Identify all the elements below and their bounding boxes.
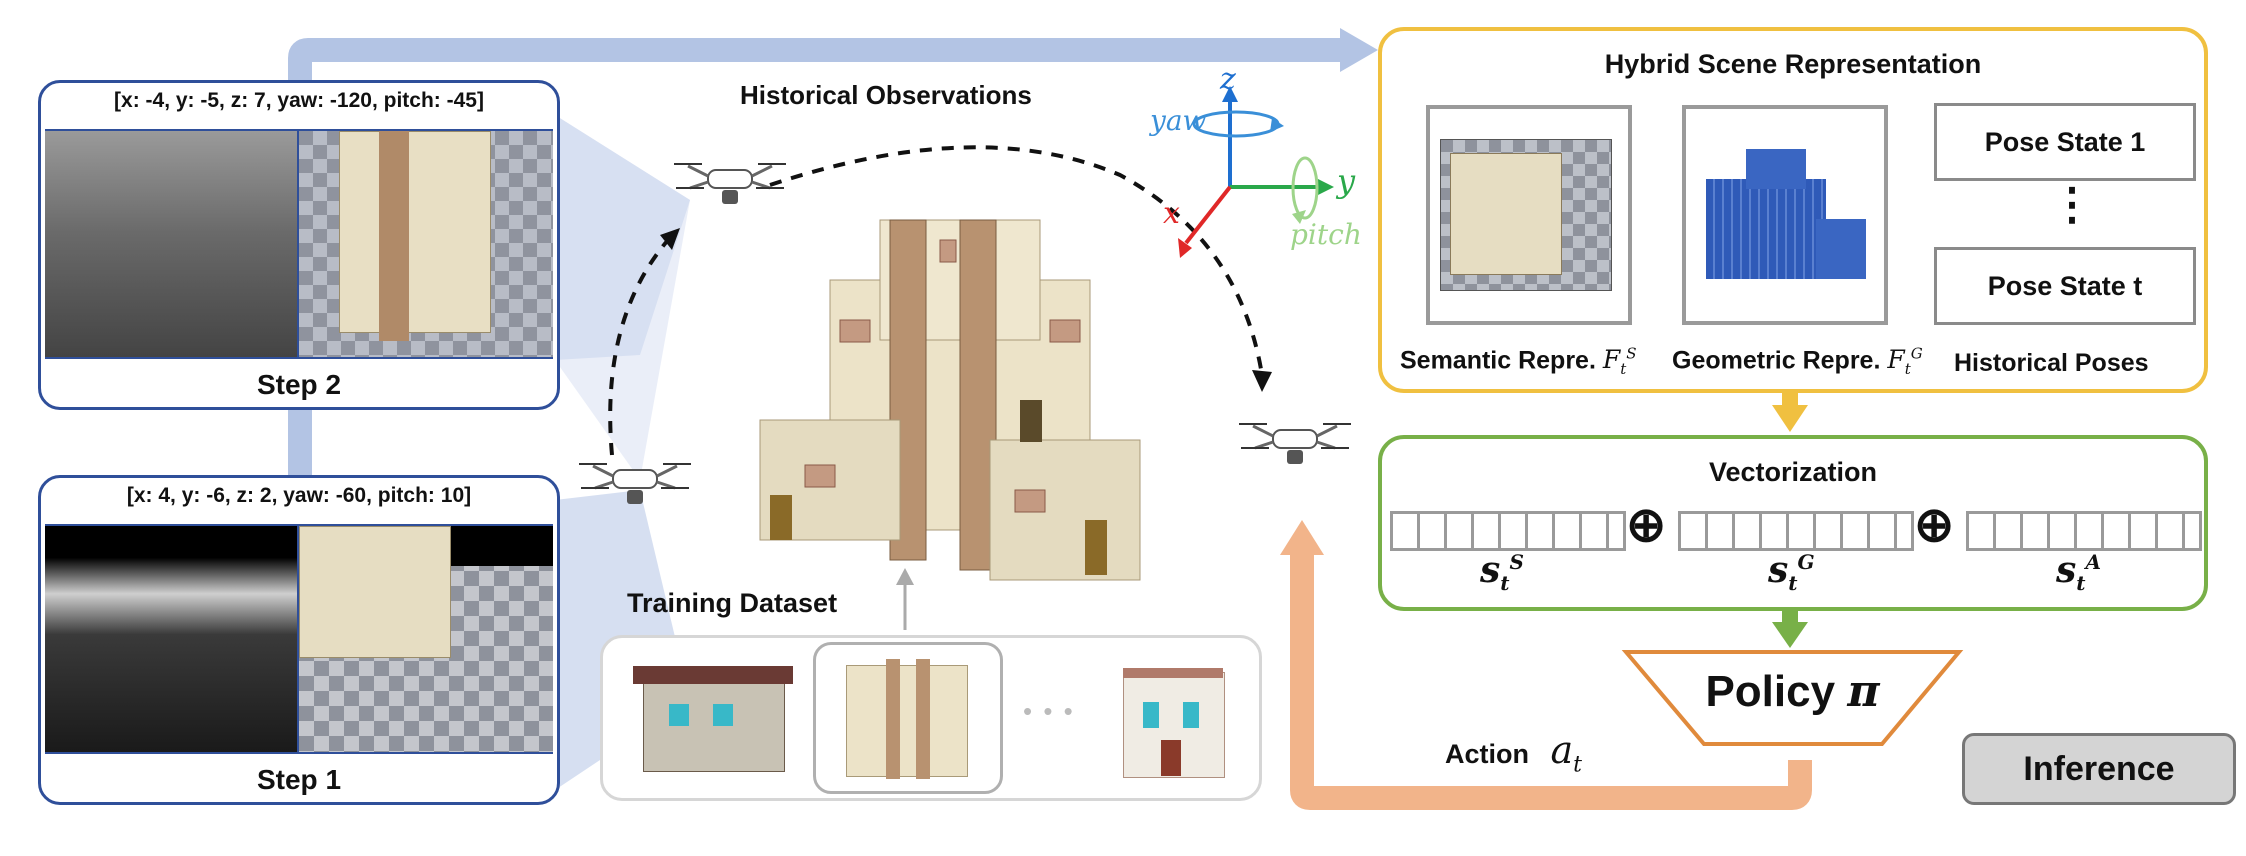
inference-badge: Inference [1962, 733, 2236, 805]
step2-coords: [x: -4, y: -5, z: 7, yaw: -120, pitch: -… [114, 89, 484, 112]
central-building [759, 219, 1141, 581]
step1-coords: [x: 4, y: -6, z: 2, yaw: -60, pitch: 10] [126, 484, 472, 507]
dataset-building-3 [1113, 662, 1233, 782]
action-vector [1966, 511, 2202, 551]
s-t-A: stA [2056, 549, 2102, 596]
geometric-caption: Geometric Repre. FtG [1672, 345, 1923, 379]
training-arrow [896, 568, 914, 585]
dataset-building-selected[interactable] [813, 642, 1003, 794]
observation-flow-arrowhead [1340, 28, 1378, 72]
training-dataset-title: Training Dataset [627, 588, 838, 618]
trajectory-lower [608, 238, 670, 456]
yaw-label: yaw [1150, 104, 1207, 137]
dataset-building-1 [633, 660, 793, 780]
step2-depth-image [45, 129, 299, 359]
coordinate-axes [1178, 86, 1334, 258]
vectorization-panel: Vectorization ⊕ ⊕ stS stG stA [1378, 435, 2208, 611]
trajectory-upper [769, 145, 1264, 376]
step1-label: Step 1 [256, 764, 342, 795]
step2-label: Step 2 [256, 369, 342, 400]
observation-flow-arrow [288, 38, 1345, 480]
drone-upper [674, 163, 786, 204]
step2-panel: [x: -4, y: -5, z: 7, yaw: -120, pitch: -… [38, 80, 560, 410]
hybrid-scene-panel: Hybrid Scene Representation Semantic Rep… [1378, 27, 2208, 393]
training-dataset-panel: • • • [600, 635, 1262, 801]
drone-target [1239, 423, 1351, 464]
hybrid-to-vector-arrow [1772, 405, 1808, 432]
semantic-vector [1390, 511, 1626, 551]
historical-poses-caption: Historical Poses [1954, 349, 2149, 377]
step2-rgb-image [299, 129, 553, 359]
s-t-G: stG [1768, 549, 1815, 596]
policy-symbol: π [1847, 666, 1880, 717]
pose-state-ellipsis: ⋮ [2050, 180, 2094, 229]
axis-y-label: y [1337, 162, 1356, 200]
vector-to-policy-arrow [1772, 622, 1808, 648]
pose-state-t: Pose State t [1934, 247, 2196, 325]
step1-panel: [x: 4, y: -6, z: 2, yaw: -60, pitch: 10]… [38, 475, 560, 805]
policy-label: Policy π [1705, 666, 1880, 717]
drone-lower [579, 463, 691, 504]
semantic-caption: Semantic Repre. FtS [1400, 345, 1637, 379]
action-arrowhead [1280, 520, 1324, 555]
step1-depth-image [45, 524, 299, 754]
axis-z-label: z [1220, 62, 1236, 97]
dataset-ellipsis: • • • [1023, 696, 1075, 726]
step2-fan-right [555, 115, 690, 480]
geometric-vector [1678, 511, 1914, 551]
pose-state-1: Pose State 1 [1934, 103, 2196, 181]
action-label: Action at [1445, 728, 1583, 778]
oplus-2: ⊕ [1914, 499, 1955, 552]
policy-trapezoid [1621, 650, 1964, 746]
hybrid-scene-title: Hybrid Scene Representation [1604, 49, 1982, 79]
step1-rgb-image [299, 524, 553, 754]
s-t-S: stS [1480, 549, 1524, 596]
oplus-1: ⊕ [1626, 499, 1667, 552]
geometric-representation-image [1682, 105, 1888, 325]
pitch-label: pitch [1290, 218, 1362, 251]
axis-x-label: x [1163, 196, 1180, 231]
historical-observations-title: Historical Observations [740, 80, 1032, 110]
vectorization-title: Vectorization [1708, 457, 1878, 487]
semantic-representation-image [1426, 105, 1632, 325]
action-feedback-arrow [1290, 550, 1812, 810]
